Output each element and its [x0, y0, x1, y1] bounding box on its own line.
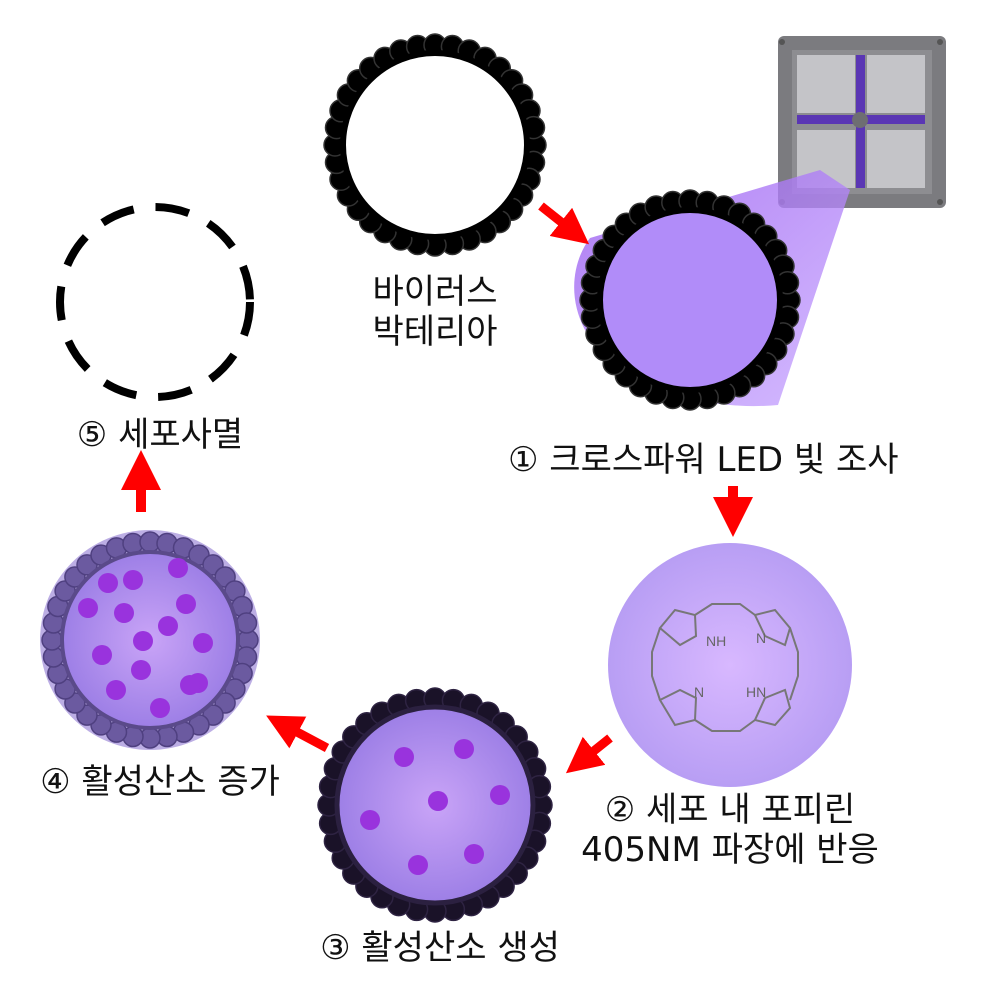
ros-particle: [394, 747, 414, 767]
step1-label: ① 크로스파워 LED 빛 조사: [508, 440, 899, 480]
ros-particle: [176, 594, 196, 614]
ros-increase-cell: [40, 530, 260, 750]
atom-n-bottom: N: [694, 684, 704, 700]
pathogen-cell: [323, 33, 547, 257]
step2-label-line1: ② 세포 내 포피린: [604, 790, 856, 830]
ros-particle: [490, 785, 510, 805]
ros-particle: [78, 598, 98, 618]
ros-particle: [193, 633, 213, 653]
porphyrin-sphere: NH N N HN: [608, 543, 852, 787]
pathogen-label-line2: 박테리아: [372, 312, 498, 352]
ros-particle: [428, 791, 448, 811]
ros-particle: [114, 603, 134, 623]
ros-particle: [408, 855, 428, 875]
arrow-ros-to-increase: [266, 715, 330, 752]
arrow-pathogen-to-light: [538, 202, 590, 245]
step5-label: ⑤ 세포사멸: [76, 415, 244, 455]
ros-particle: [106, 680, 126, 700]
ros-particle: [123, 570, 143, 590]
ros-particles-few: [360, 739, 510, 875]
pathogen-label: 바이러스 박테리아: [340, 272, 530, 352]
ros-particle: [133, 631, 153, 651]
step4-label: ④ 활성산소 증가: [40, 762, 280, 802]
ros-particle: [360, 810, 380, 830]
illuminated-cell: [579, 189, 801, 411]
ros-particle: [150, 698, 170, 718]
step2-label: ② 세포 내 포피린 405NM 파장에 반응: [560, 790, 900, 870]
ros-particle: [464, 844, 484, 864]
atom-hn-bottom: HN: [746, 684, 766, 700]
ros-particle: [168, 558, 188, 578]
ros-particle: [158, 616, 178, 636]
step3-label: ③ 활성산소 생성: [320, 928, 560, 968]
ros-generation-cell: [317, 687, 553, 923]
atom-nh-top: NH: [706, 633, 726, 649]
ros-particle: [92, 645, 112, 665]
arrow-porphyrin-to-ros: [565, 734, 613, 774]
membrane-bump: [235, 612, 258, 634]
ros-particle: [131, 660, 151, 680]
pathogen-label-line1: 바이러스: [372, 272, 498, 312]
ros-particle: [454, 739, 474, 759]
ros-particles-many: [78, 558, 213, 718]
atom-n-top: N: [756, 630, 766, 646]
ros-particle: [180, 675, 200, 695]
dead-cell: [56, 203, 254, 401]
ros-particle: [98, 573, 118, 593]
step2-label-line2: 405NM 파장에 반응: [581, 830, 879, 870]
porphyrin-molecule-icon: [651, 603, 799, 732]
